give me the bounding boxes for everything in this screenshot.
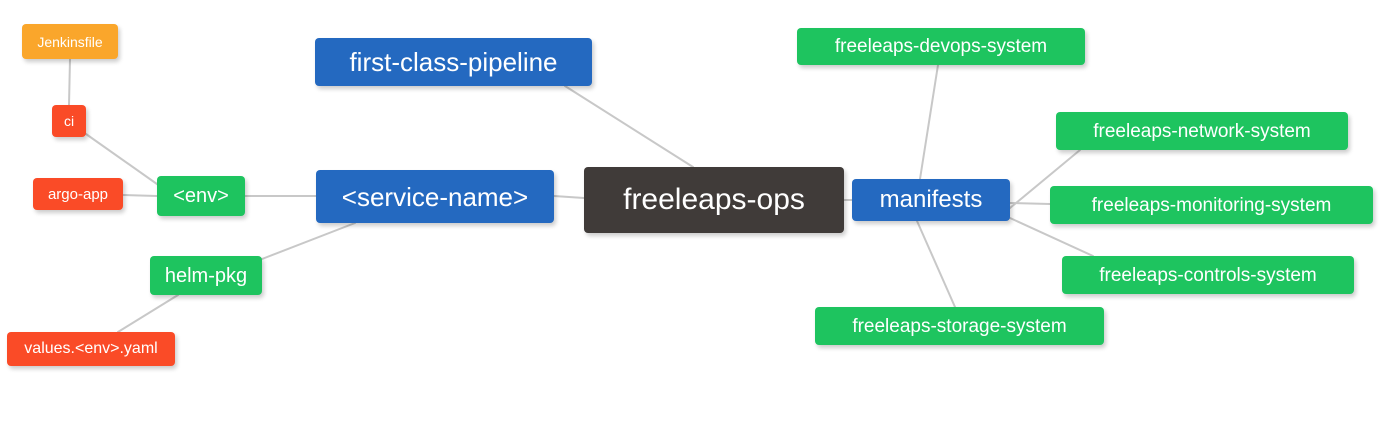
node-label-freeleaps-devops-system: freeleaps-devops-system	[834, 36, 1048, 57]
node-freeleaps-ops[interactable]: freeleaps-ops	[584, 167, 844, 233]
node-label-first-class-pipeline: first-class-pipeline	[349, 47, 558, 77]
edge-service-name-to-freeleaps-ops	[553, 195, 585, 199]
node-label-freeleaps-storage-system: freeleaps-storage-system	[852, 315, 1067, 337]
edge-argo-app-to-env	[122, 194, 158, 197]
node-jenkinsfile[interactable]: Jenkinsfile	[22, 24, 118, 59]
edge-manifests-to-freeleaps-monitoring-system	[1009, 202, 1051, 205]
node-label-jenkinsfile: Jenkinsfile	[37, 33, 103, 50]
edge-manifests-to-freeleaps-devops-system	[919, 64, 939, 180]
node-freeleaps-controls-system[interactable]: freeleaps-controls-system	[1062, 256, 1354, 294]
edge-jenkinsfile-to-ci	[68, 58, 71, 106]
node-freeleaps-monitoring-system[interactable]: freeleaps-monitoring-system	[1050, 186, 1373, 224]
node-manifests[interactable]: manifests	[852, 179, 1010, 221]
node-helm-pkg[interactable]: helm-pkg	[150, 256, 262, 295]
node-ci[interactable]: ci	[52, 105, 86, 137]
node-label-ci: ci	[63, 113, 75, 129]
edge-service-name-to-helm-pkg	[261, 222, 356, 260]
node-first-class-pipeline[interactable]: first-class-pipeline	[315, 38, 592, 86]
node-service-name[interactable]: <service-name>	[316, 170, 554, 223]
node-argo-app[interactable]: argo-app	[33, 178, 123, 210]
node-label-freeleaps-monitoring-system: freeleaps-monitoring-system	[1091, 194, 1332, 216]
node-label-freeleaps-controls-system: freeleaps-controls-system	[1099, 264, 1317, 286]
node-label-values-yaml: values.<env>.yaml	[24, 340, 158, 357]
node-label-helm-pkg: helm-pkg	[164, 264, 248, 287]
node-freeleaps-network-system[interactable]: freeleaps-network-system	[1056, 112, 1348, 150]
node-label-env: <env>	[173, 185, 229, 207]
edge-manifests-to-freeleaps-storage-system	[916, 220, 956, 308]
node-values-yaml[interactable]: values.<env>.yaml	[7, 332, 175, 366]
node-env[interactable]: <env>	[157, 176, 245, 216]
edge-first-class-pipeline-to-freeleaps-ops	[564, 85, 694, 168]
node-label-service-name: <service-name>	[341, 181, 529, 212]
edge-helm-pkg-to-values-yaml	[117, 294, 179, 333]
node-label-freeleaps-ops: freeleaps-ops	[623, 183, 805, 216]
node-label-argo-app: argo-app	[47, 185, 109, 203]
node-label-manifests: manifests	[879, 186, 983, 213]
node-freeleaps-devops-system[interactable]: freeleaps-devops-system	[797, 28, 1085, 65]
node-freeleaps-storage-system[interactable]: freeleaps-storage-system	[815, 307, 1104, 345]
node-label-freeleaps-network-system: freeleaps-network-system	[1093, 120, 1311, 142]
